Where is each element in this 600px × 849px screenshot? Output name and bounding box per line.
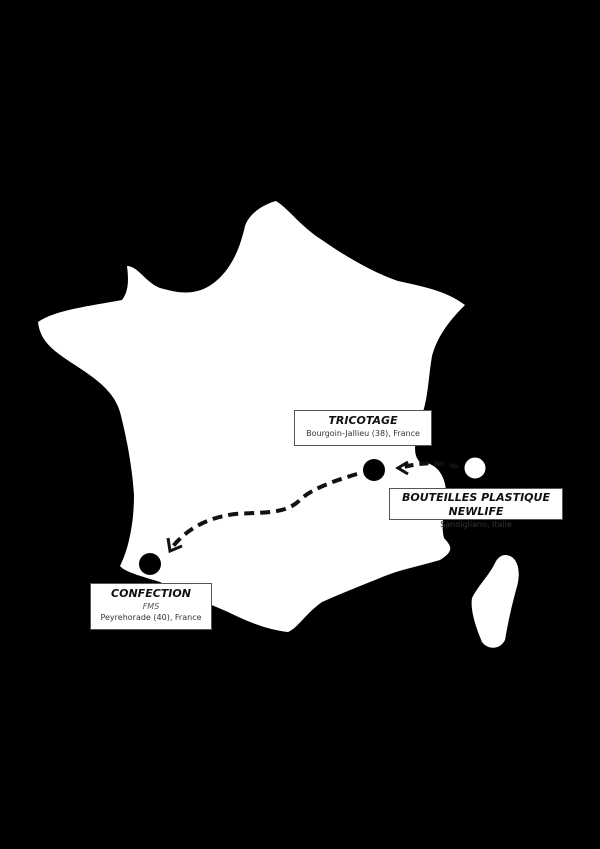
route-confection-arrowhead	[166, 537, 183, 554]
label-address: Peyrehorade (40), France	[100, 613, 202, 622]
label-title: TRICOTAGE	[328, 414, 398, 427]
marker-confection[interactable]	[139, 553, 161, 575]
route-italy-arrowhead	[395, 460, 409, 476]
label-company: FMS	[142, 602, 160, 611]
label-title: BOUTEILLES PLASTIQUE NEWLIFE	[402, 491, 550, 518]
label-confection: CONFECTION FMS Peyrehorade (40), France	[90, 583, 212, 630]
label-bouteilles: BOUTEILLES PLASTIQUE NEWLIFE Sandigliano…	[389, 488, 563, 529]
marker-bouteilles[interactable]	[463, 456, 487, 480]
france-mainland	[38, 201, 465, 632]
corsica	[471, 555, 519, 648]
route-tricotage-to-confection	[168, 472, 358, 552]
label-address: Sandigliano, Italie	[440, 520, 512, 529]
route-italy-to-tricotage	[399, 461, 459, 470]
marker-tricotage[interactable]	[363, 459, 385, 481]
label-tricotage: TRICOTAGE Bourgoin-Jallieu (38), France	[294, 410, 432, 446]
label-title: CONFECTION	[111, 587, 191, 600]
label-address: Bourgoin-Jallieu (38), France	[306, 429, 420, 438]
